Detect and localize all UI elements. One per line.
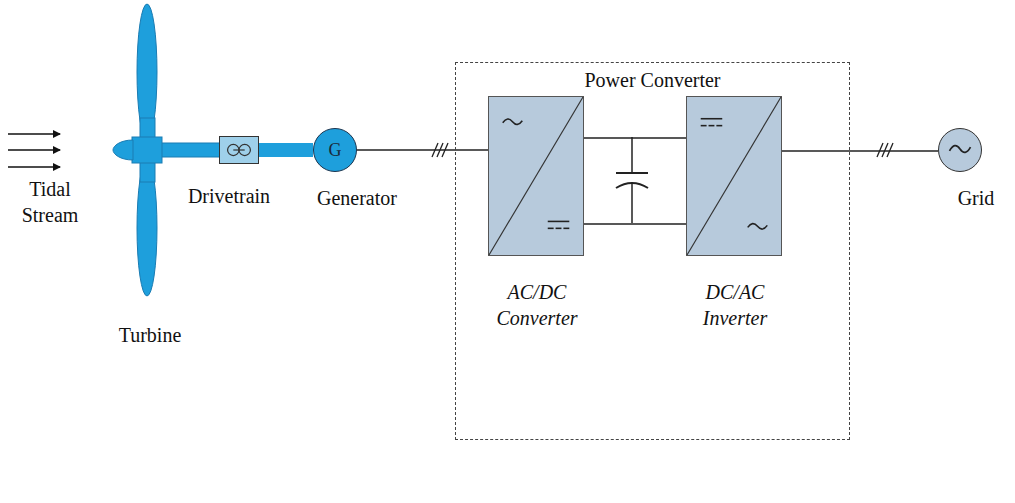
- grid-circle: Grid: [938, 128, 982, 172]
- generator-label: Generator: [297, 185, 417, 211]
- tidal-stream-label: Tidal Stream: [5, 176, 95, 228]
- flow-arrow: [8, 166, 60, 168]
- converter-symbol: [489, 97, 583, 255]
- drivetrain-box: Drivetrain: [219, 136, 259, 164]
- grid-cable: [782, 151, 938, 152]
- power-converter-frame: Power ConverterAC/DC ConverterDC/AC Inve…: [455, 62, 850, 440]
- flow-arrow: [8, 149, 60, 151]
- dc-link: [584, 138, 686, 224]
- flow-arrow: [8, 133, 60, 135]
- dc-link-capacitor: [616, 137, 648, 223]
- turbine-hub: [132, 137, 162, 163]
- dc-ac-inverter-box: DC/AC Inverter: [686, 96, 782, 256]
- turbine-rotor: [113, 4, 220, 296]
- tidal-arrows: [8, 134, 60, 167]
- ac-cable: [357, 150, 488, 151]
- ac-dc-converter-box: AC/DC Converter: [488, 96, 584, 256]
- drivetrain-label: Drivetrain: [169, 183, 289, 209]
- converter-symbol: [687, 97, 781, 255]
- generator-circle: GGenerator: [313, 128, 357, 172]
- turbine-label: Turbine: [95, 322, 205, 348]
- converter-symbol: [220, 137, 258, 163]
- hub-nose: [113, 140, 133, 160]
- converter-symbol: [939, 129, 981, 171]
- drive-shaft: [259, 150, 313, 151]
- inverter-label: DC/AC Inverter: [680, 279, 790, 331]
- generator-symbol: G: [314, 129, 356, 171]
- turbine-shaft: [160, 143, 220, 157]
- converter-label: AC/DC Converter: [482, 279, 592, 331]
- grid-label: Grid: [926, 185, 1015, 211]
- converter-title: Power Converter: [456, 67, 849, 93]
